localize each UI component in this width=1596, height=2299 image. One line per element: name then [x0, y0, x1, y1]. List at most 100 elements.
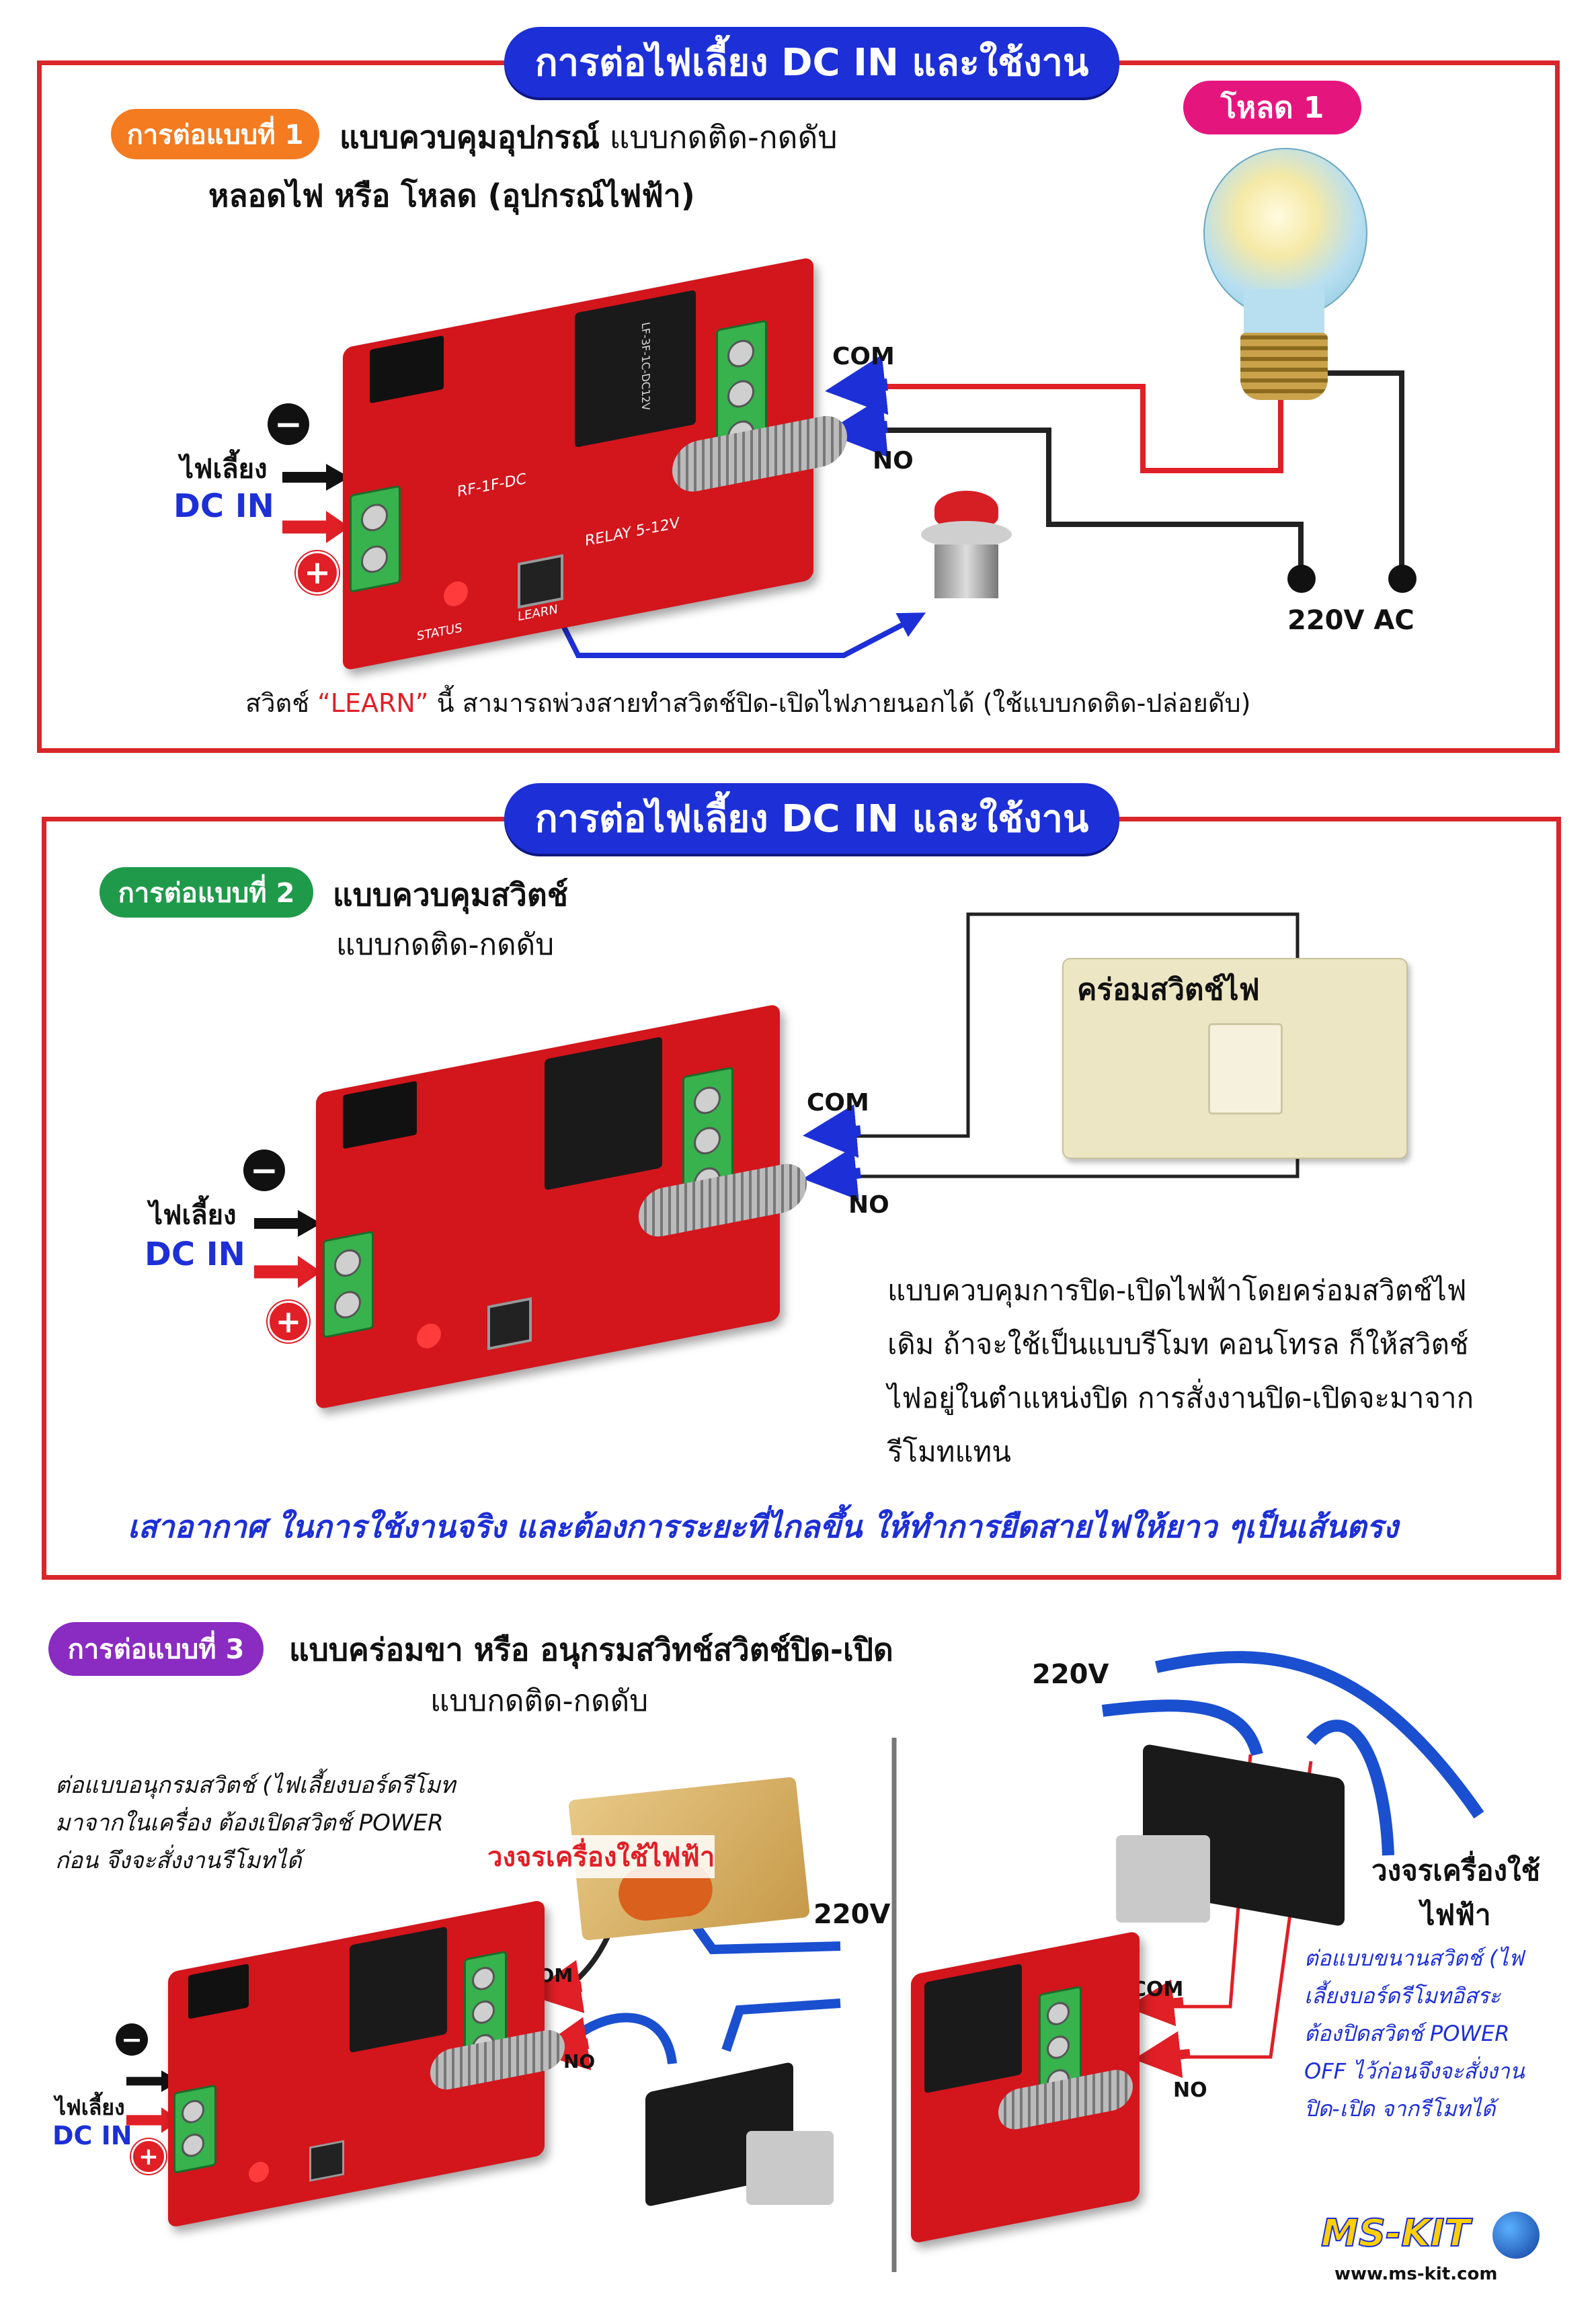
- status-led-s2: [417, 1321, 441, 1350]
- minus-icon-s2: −: [243, 1150, 285, 1191]
- s2-no-label: NO: [848, 1191, 889, 1219]
- dc-input-terminal-s2: [323, 1230, 374, 1339]
- voltage-regulator: [370, 335, 444, 404]
- status-led-s3: [249, 2160, 269, 2185]
- ac-terminal-2: [1388, 565, 1417, 593]
- s2-power-label: ไฟเลี้ยง: [149, 1200, 237, 1231]
- section3-pill: การต่อแบบที่ 3: [48, 1622, 264, 1676]
- switch-rocker[interactable]: [1208, 1023, 1283, 1115]
- s2-dcin-label: DC IN: [145, 1236, 245, 1273]
- s1-no-label: NO: [873, 447, 914, 475]
- appliance-label: วงจรเครื่องใช้ไฟฟ้า: [487, 1835, 715, 1878]
- right-appliance-line-1: วงจรเครื่องใช้: [1371, 1854, 1541, 1887]
- push-button-icon[interactable]: [921, 491, 1015, 618]
- rocker-switch-right: [1103, 1741, 1385, 1943]
- plus-icon-s2: +: [268, 1301, 309, 1342]
- plus-icon: +: [296, 551, 339, 594]
- section1-subheading: หลอดไฟ หรือ โหลด (อุปกรณ์ไฟฟ้า): [208, 177, 695, 214]
- wall-switch-plate: คร่อมสวิตช์ไฟ: [1062, 958, 1408, 1159]
- minus-icon-s3: −: [116, 2023, 148, 2056]
- learn-note: สวิตช์ “LEARN” นี้ สามารถพ่วงสายทำสวิตช์…: [245, 682, 1251, 723]
- s2-com-label: COM: [807, 1089, 869, 1117]
- s1-com-label: COM: [832, 343, 895, 370]
- right-blue-wire-1: [1155, 1651, 1484, 1819]
- relay-s3-right: [924, 1963, 1022, 2094]
- section2-pill: การต่อแบบที่ 2: [99, 867, 313, 918]
- section1-heading-suffix: แบบกดติด-กดดับ: [600, 119, 838, 155]
- antenna-note: เสาอากาศ ในการใช้งานจริง และต้องการระยะท…: [128, 1508, 1398, 1545]
- learn-button-s3[interactable]: [309, 2140, 344, 2182]
- learn-note-suffix: นี้ สามารถพ่วงสายทำสวิตช์ปิด-เปิดไฟภายนอ…: [428, 688, 1251, 718]
- s1-power-label: ไฟเลี้ยง: [180, 454, 268, 485]
- left-note-line-1: ต่อแบบอนุกรมสวิตช์ (ไฟเลี้ยงบอร์ดรีโมท: [55, 1772, 456, 1799]
- ac-label: 220V AC: [1287, 605, 1414, 636]
- s3-no-right: NO: [1173, 2079, 1207, 2102]
- section1-heading: แบบควบคุมอุปกรณ์ แบบกดติด-กดดับ: [340, 113, 838, 162]
- com-arrow-s1: [825, 354, 889, 415]
- section3-right-note: ต่อแบบขนานสวิตช์ (ไฟ เลี้ยงบอร์ดรีโมทอิส…: [1304, 1939, 1525, 2128]
- learn-note-prefix: สวิตช์: [245, 688, 318, 718]
- right-note-line-5: ปิด-เปิด จากรีโมทได้: [1304, 2096, 1496, 2122]
- board-status-text: STATUS: [417, 620, 463, 644]
- no-arrow-s2: [803, 1146, 861, 1201]
- desc-line-4: รีโมทแทน: [887, 1435, 1011, 1468]
- switch-label: คร่อมสวิตช์ไฟ: [1077, 973, 1260, 1007]
- desc-line-2: เดิม ถ้าจะใช้เป็นแบบรีโมท คอนโทรล ก็ให้ส…: [887, 1328, 1469, 1361]
- lamp-icon: [1197, 148, 1371, 410]
- voltage-regulator-s2: [343, 1080, 417, 1150]
- section2-description: แบบควบคุมการปิด-เปิดไฟฟ้าโดยคร่อมสวิตช์ไ…: [887, 1264, 1474, 1479]
- section1-pill: การต่อแบบที่ 1: [111, 109, 319, 159]
- ac-terminal-1: [1287, 565, 1316, 593]
- dc-input-terminal-s3: [173, 2084, 216, 2174]
- section3-subheading: แบบกดติด-กดดับ: [430, 1684, 649, 1718]
- right-appliance-line-2: ไฟฟ้า: [1421, 1898, 1491, 1931]
- right-appliance-label: วงจรเครื่องใช้ ไฟฟ้า: [1371, 1849, 1540, 1937]
- com-wire-s1: [840, 376, 1283, 473]
- desc-line-3: ไฟอยู่ในตำแหน่งปิด การสั่งงานปิด-เปิดจะม…: [887, 1381, 1474, 1414]
- desc-line-1: แบบควบคุมการปิด-เปิดไฟฟ้าโดยคร่อมสวิตช์ไ…: [887, 1274, 1467, 1307]
- load-badge: โหลด 1: [1183, 81, 1361, 134]
- right-note-line-3: ต้องปิดสวิตช์ POWER: [1304, 2021, 1510, 2046]
- s3-no-left: NO: [563, 2050, 596, 2072]
- ms-kit-logo: MS-KIT www.ms-kit.com: [1320, 2211, 1543, 2292]
- s3-power-label: ไฟเลี้ยง: [55, 2095, 125, 2120]
- rocker-switch-left: [645, 2044, 847, 2225]
- s3-com-right: COM: [1131, 1978, 1184, 2001]
- v220-left: 220V: [813, 1899, 891, 1930]
- voltage-regulator-s3: [188, 1964, 249, 2019]
- logo-globe-icon: [1492, 2212, 1540, 2259]
- right-blue-wire-2: [1101, 1699, 1263, 1757]
- left-note-line-3: ก่อน จึงจะสั่งงานรีโมทได้: [55, 1847, 302, 1874]
- right-arrow-com: [1127, 1979, 1184, 2027]
- lamp-neutral-s1: [1314, 370, 1404, 571]
- logo-url: www.ms-kit.com: [1334, 2264, 1498, 2284]
- right-note-line-1: ต่อแบบขนานสวิตช์ (ไฟ: [1304, 1945, 1524, 1971]
- receiver-board-s3-right: [911, 1930, 1140, 2245]
- section3-heading: แบบคร่อมขา หรือ อนุกรมสวิทช์สวิตช์ปิด-เป…: [289, 1631, 893, 1668]
- learn-link-arrow: [555, 612, 926, 658]
- right-arrow-no: [1133, 2031, 1191, 2079]
- section2-heading: แบบควบคุมสวิตช์: [333, 877, 568, 913]
- plus-icon-s3: +: [131, 2139, 166, 2174]
- no-wire-s1: [840, 428, 1304, 571]
- v220-right: 220V: [1032, 1659, 1109, 1690]
- learn-button[interactable]: [518, 554, 563, 609]
- right-note-line-4: OFF ไว้ก่อนจึงจะสั่งงาน: [1304, 2058, 1525, 2084]
- learn-note-learn: “LEARN”: [317, 688, 429, 718]
- red-arrow-com-s3: [527, 1960, 585, 2013]
- section1-banner: การต่อไฟเลี้ยง DC IN และใช้งาน: [504, 27, 1119, 97]
- left-note-line-2: มาจากในเครื่อง ต้องเปิดสวิตช์ POWER: [55, 1810, 444, 1837]
- section1-heading-main: แบบควบคุมอุปกรณ์: [340, 119, 600, 155]
- s1-dcin-label: DC IN: [173, 487, 274, 525]
- minus-icon: −: [268, 403, 309, 445]
- right-note-line-2: เลี้ยงบอร์ดรีโมทอิสระ: [1304, 1983, 1501, 2009]
- com-arrow-s2: [803, 1104, 861, 1158]
- board-model-text: RF-1F-DC: [457, 471, 526, 501]
- learn-button-s2[interactable]: [487, 1297, 532, 1350]
- relay-s3: [350, 1926, 447, 2053]
- logo-name: MS-KIT: [1320, 2211, 1471, 2256]
- relay-blue-wire: [721, 1999, 841, 2052]
- relay-model-text: LF-3F-1C-DC12V: [639, 321, 652, 412]
- section2-banner: การต่อไฟเลี้ยง DC IN และใช้งาน: [504, 783, 1119, 854]
- board-relay-text: RELAY 5-12V: [585, 514, 680, 551]
